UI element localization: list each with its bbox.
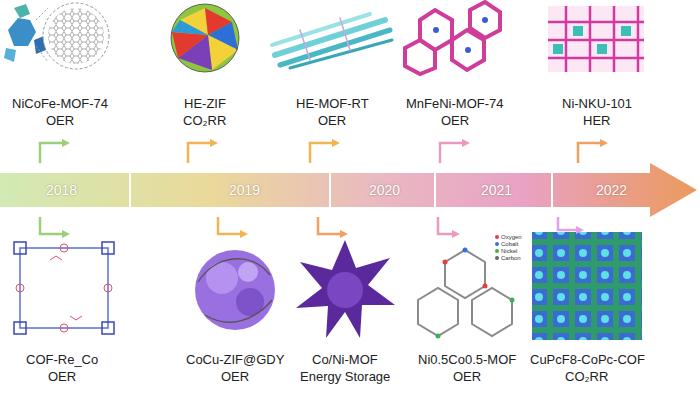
legend-note: Oxygen xyxy=(501,234,522,241)
year-label: 2018 xyxy=(46,182,77,198)
application: Energy Storage xyxy=(300,369,390,384)
cof-re-co-illustration xyxy=(14,242,114,334)
year-label: 2022 xyxy=(596,182,627,198)
mnfeni-illustration xyxy=(405,2,500,74)
legend-note: Nickel xyxy=(501,248,517,255)
arrow-body xyxy=(0,163,697,217)
legend-note: Carbon xyxy=(501,255,521,262)
year-divider xyxy=(434,173,436,207)
application: CO₂RR xyxy=(565,369,608,384)
year-label: 2019 xyxy=(229,182,260,198)
timeline-arrow-shape xyxy=(0,163,697,217)
ni-nku-illustration xyxy=(548,6,644,72)
he-zif-illustration xyxy=(171,4,239,72)
item-name: Co/Ni-MOF xyxy=(312,352,378,367)
co-ni-mof-illustration xyxy=(296,240,395,338)
year-divider xyxy=(551,173,553,207)
nico-mof-illustration xyxy=(418,235,515,339)
year-label: 2020 xyxy=(369,182,400,198)
year-label: 2021 xyxy=(481,182,512,198)
year-divider xyxy=(329,173,331,207)
item-name: HE-MOF-RT xyxy=(296,96,369,111)
item-name: COF-Re_Co xyxy=(26,352,98,367)
item-name: MnFeNi-MOF-74 xyxy=(406,96,504,111)
application: OER xyxy=(46,113,74,128)
he-mof-rt-illustration xyxy=(272,14,392,68)
year-divider xyxy=(129,173,131,207)
item-name: HE-ZIF xyxy=(184,96,226,111)
application: HER xyxy=(583,113,610,128)
nicofe-illustration xyxy=(4,3,109,69)
item-name: CoCu-ZIF@GDY xyxy=(186,352,284,367)
cocu-zif-illustration xyxy=(195,250,275,330)
cupc-cof-illustration xyxy=(532,232,642,340)
item-name: Ni-NKU-101 xyxy=(562,96,632,111)
application: OER xyxy=(453,369,481,384)
application: CO₂RR xyxy=(183,113,226,128)
application: OER xyxy=(221,369,249,384)
item-name: CuPcF8-CoPc-COF xyxy=(530,352,645,367)
item-name: Ni0.5Co0.5-MOF xyxy=(418,352,516,367)
application: OER xyxy=(48,369,76,384)
item-name: NiCoFe-MOF-74 xyxy=(12,96,108,111)
application: OER xyxy=(318,113,346,128)
application: OER xyxy=(441,113,469,128)
timeline-arrow: 2018 2019 2020 2021 2022 xyxy=(0,163,697,217)
legend-note: Cobalt xyxy=(501,241,518,248)
